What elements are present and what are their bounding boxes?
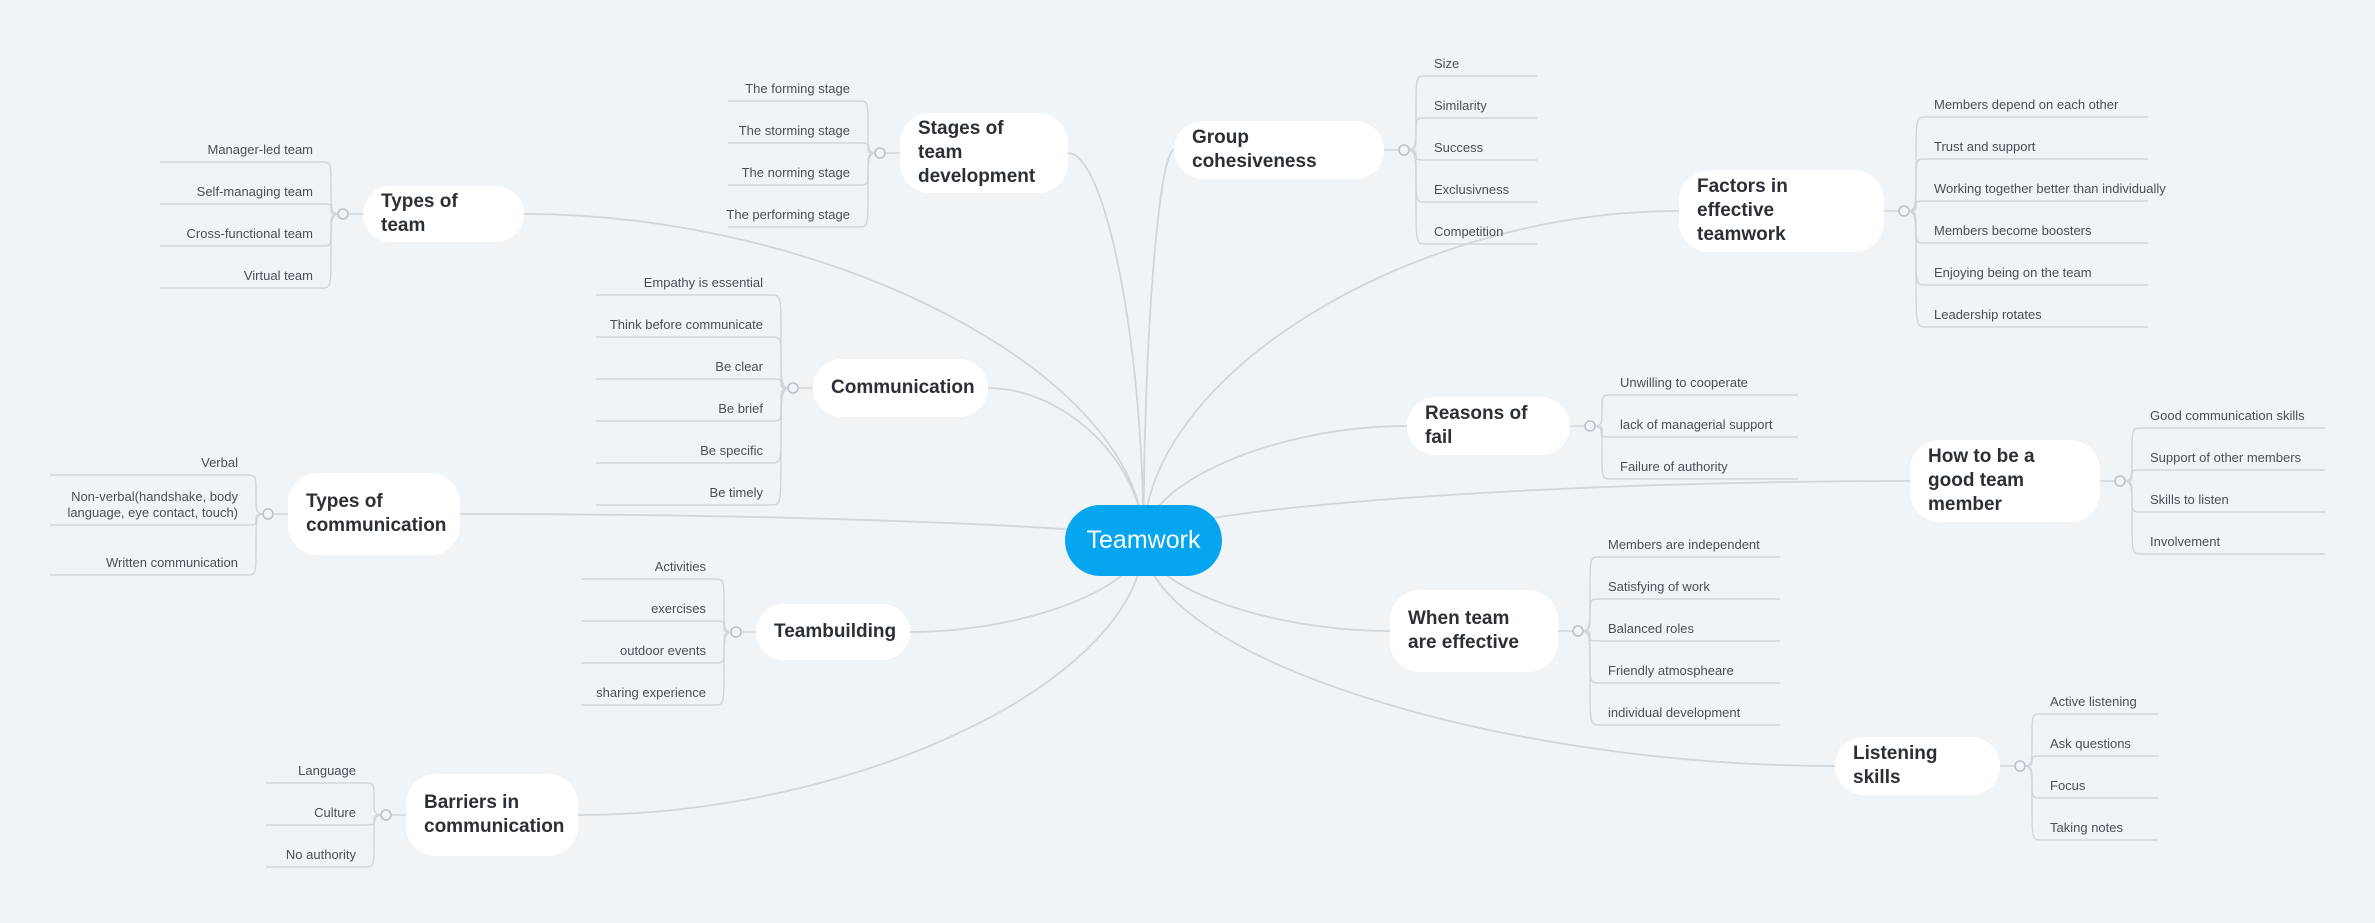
collapse-toggle[interactable] bbox=[1572, 625, 1584, 637]
collapse-toggle[interactable] bbox=[874, 147, 886, 159]
topic-factors-in-effective-teamwork[interactable]: Factors in effective teamwork bbox=[1679, 170, 1884, 252]
subtopic-when-team-are-effective-4[interactable]: Friendly atmospheare bbox=[1608, 663, 1734, 678]
topic-reasons-of-fail[interactable]: Reasons of fail bbox=[1407, 397, 1570, 455]
collapse-toggle[interactable] bbox=[1584, 420, 1596, 432]
subtopic-group-cohesiveness-5[interactable]: Competition bbox=[1434, 224, 1504, 239]
topic-how-to-be-a-good-team-member[interactable]: How to be a good team member bbox=[1910, 440, 2100, 522]
subtopic-communication-5[interactable]: Be specific bbox=[700, 443, 763, 458]
subtopic-communication-2[interactable]: Think before communicate bbox=[609, 317, 763, 332]
subtopic-stages-of-team-development-2[interactable]: The storming stage bbox=[738, 123, 850, 138]
subtopic-factors-in-effective-teamwork-4[interactable]: Members become boosters bbox=[1934, 223, 2092, 238]
subtopic-types-of-team-1[interactable]: Manager-led team bbox=[207, 142, 314, 157]
subtopic-factors-in-effective-teamwork-1[interactable]: Members depend on each other bbox=[1934, 97, 2119, 112]
collapse-toggle[interactable] bbox=[2114, 475, 2126, 487]
subtopic-factors-in-effective-teamwork-2[interactable]: Trust and support bbox=[1934, 139, 2036, 154]
subtopic-communication-1[interactable]: Empathy is essential bbox=[643, 275, 763, 290]
subtopic-barriers-in-communication-3[interactable]: No authority bbox=[285, 847, 356, 862]
subtopic-teambuilding-1[interactable]: Activities bbox=[654, 559, 706, 574]
collapse-toggle[interactable] bbox=[787, 382, 799, 394]
topic-barriers-in-communication[interactable]: Barriers in communication bbox=[406, 774, 578, 856]
subtopic-teambuilding-4[interactable]: sharing experience bbox=[596, 685, 706, 700]
topic-types-of-communication[interactable]: Types of communication bbox=[288, 473, 460, 555]
subtopic-reasons-of-fail-3[interactable]: Failure of authority bbox=[1620, 459, 1728, 474]
subtopic-listening-skills-2[interactable]: Ask questions bbox=[2050, 736, 2131, 751]
subtopic-communication-3[interactable]: Be clear bbox=[715, 359, 763, 374]
subtopic-teambuilding-2[interactable]: exercises bbox=[651, 601, 706, 616]
subtopic-stages-of-team-development-1[interactable]: The forming stage bbox=[745, 81, 850, 96]
subtopic-listening-skills-4[interactable]: Taking notes bbox=[2050, 820, 2123, 835]
subtopic-when-team-are-effective-3[interactable]: Balanced roles bbox=[1608, 621, 1694, 636]
subtopic-factors-in-effective-teamwork-5[interactable]: Enjoying being on the team bbox=[1934, 265, 2092, 280]
subtopic-types-of-communication-2[interactable]: Non-verbal(handshake, body language, eye… bbox=[67, 489, 238, 520]
subtopic-types-of-communication-1[interactable]: Verbal bbox=[201, 455, 238, 470]
subtopic-communication-6[interactable]: Be timely bbox=[709, 485, 763, 500]
subtopic-types-of-team-3[interactable]: Cross-functional team bbox=[186, 226, 313, 241]
collapse-toggle[interactable] bbox=[262, 508, 274, 520]
subtopic-group-cohesiveness-4[interactable]: Exclusivness bbox=[1434, 182, 1510, 197]
subtopic-how-to-be-a-good-team-member-2[interactable]: Support of other members bbox=[2150, 450, 2302, 465]
subtopic-group-cohesiveness-3[interactable]: Success bbox=[1434, 140, 1484, 155]
subtopic-how-to-be-a-good-team-member-3[interactable]: Skills to listen bbox=[2150, 492, 2229, 507]
subtopic-reasons-of-fail-2[interactable]: lack of managerial support bbox=[1620, 417, 1773, 432]
central-topic-teamwork[interactable]: Teamwork bbox=[1065, 505, 1222, 576]
topic-when-team-are-effective[interactable]: When team are effective bbox=[1390, 590, 1558, 672]
collapse-toggle[interactable] bbox=[730, 626, 742, 638]
subtopic-types-of-team-2[interactable]: Self-managing team bbox=[196, 184, 313, 199]
subtopic-stages-of-team-development-3[interactable]: The norming stage bbox=[741, 165, 850, 180]
collapse-toggle[interactable] bbox=[380, 809, 392, 821]
collapse-toggle[interactable] bbox=[337, 208, 349, 220]
subtopic-how-to-be-a-good-team-member-1[interactable]: Good communication skills bbox=[2150, 408, 2305, 423]
collapse-toggle[interactable] bbox=[1898, 205, 1910, 217]
subtopic-communication-4[interactable]: Be brief bbox=[718, 401, 763, 416]
topic-listening-skills[interactable]: Listening skills bbox=[1835, 737, 2000, 795]
subtopic-listening-skills-3[interactable]: Focus bbox=[2050, 778, 2086, 793]
subtopic-types-of-team-4[interactable]: Virtual team bbox=[243, 268, 313, 283]
subtopic-types-of-communication-3[interactable]: Written communication bbox=[106, 555, 238, 570]
subtopic-stages-of-team-development-4[interactable]: The performing stage bbox=[726, 207, 850, 222]
subtopic-how-to-be-a-good-team-member-4[interactable]: Involvement bbox=[2150, 534, 2221, 549]
topic-types-of-team[interactable]: Types of team bbox=[363, 186, 524, 242]
subtopic-when-team-are-effective-2[interactable]: Satisfying of work bbox=[1608, 579, 1710, 594]
subtopic-reasons-of-fail-1[interactable]: Unwilling to cooperate bbox=[1620, 375, 1748, 390]
subtopic-barriers-in-communication-2[interactable]: Culture bbox=[314, 805, 356, 820]
subtopic-group-cohesiveness-2[interactable]: Similarity bbox=[1434, 98, 1487, 113]
subtopic-when-team-are-effective-1[interactable]: Members are independent bbox=[1608, 537, 1760, 552]
topic-stages-of-team-development[interactable]: Stages of team development bbox=[900, 113, 1068, 193]
subtopic-listening-skills-1[interactable]: Active listening bbox=[2050, 694, 2137, 709]
subtopic-factors-in-effective-teamwork-3[interactable]: Working together better than individuall… bbox=[1934, 181, 2166, 196]
topic-communication[interactable]: Communication bbox=[813, 359, 988, 417]
subtopic-factors-in-effective-teamwork-6[interactable]: Leadership rotates bbox=[1934, 307, 2042, 322]
collapse-toggle[interactable] bbox=[1398, 144, 1410, 156]
collapse-toggle[interactable] bbox=[2014, 760, 2026, 772]
topic-group-cohesiveness[interactable]: Group cohesiveness bbox=[1174, 121, 1384, 179]
subtopic-when-team-are-effective-5[interactable]: individual development bbox=[1608, 705, 1741, 720]
subtopic-group-cohesiveness-1[interactable]: Size bbox=[1434, 56, 1460, 71]
topic-teambuilding[interactable]: Teambuilding bbox=[756, 604, 910, 660]
subtopic-teambuilding-3[interactable]: outdoor events bbox=[619, 643, 706, 658]
subtopic-barriers-in-communication-1[interactable]: Language bbox=[298, 763, 356, 778]
